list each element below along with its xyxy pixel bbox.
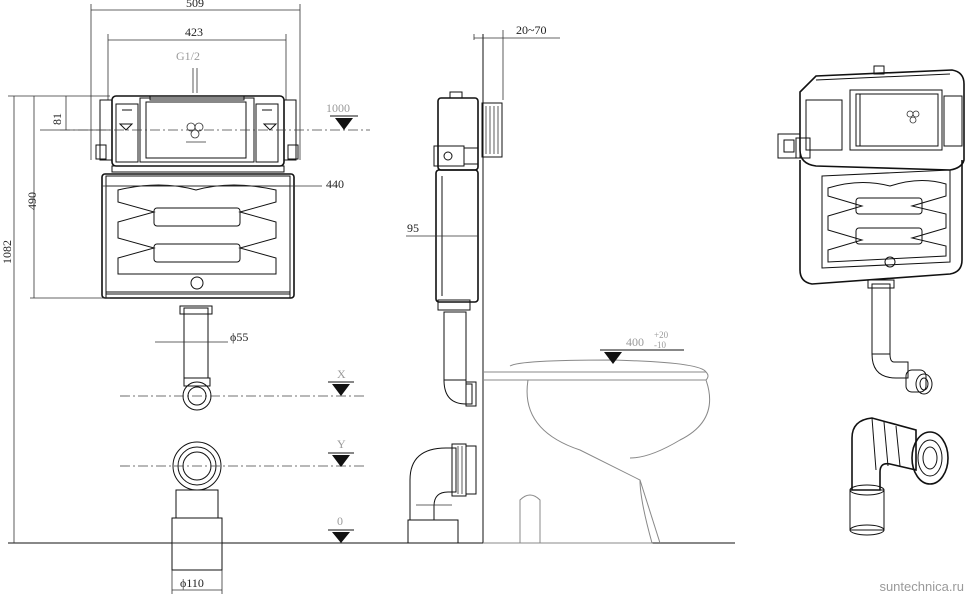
dim-pipe-110: ϕ110	[180, 576, 204, 590]
front-view: 509 423 G1/2 8	[0, 0, 370, 594]
dim-20-70: 20~70	[516, 23, 547, 37]
dim-423: 423	[185, 25, 203, 39]
level-y: Y	[337, 437, 346, 451]
seat-tol-minus: -10	[654, 340, 666, 350]
level-x: X	[337, 367, 346, 381]
dim-pipe-55: ϕ55	[230, 330, 248, 344]
isometric-view	[777, 65, 965, 536]
side-view: 20~70 95	[406, 23, 711, 544]
watermark: suntechnica.ru	[879, 579, 964, 594]
seat-height: 400	[626, 335, 644, 349]
dim-490: 490	[25, 192, 39, 210]
level-1000: 1000	[326, 101, 350, 115]
dim-81: 81	[50, 113, 64, 125]
dim-95: 95	[407, 221, 419, 235]
thread-label: G1/2	[176, 49, 200, 63]
dim-1082: 1082	[0, 240, 14, 264]
dim-440: 440	[326, 177, 344, 191]
seat-tol-plus: +20	[654, 330, 669, 340]
level-0: 0	[337, 514, 343, 528]
dim-509: 509	[186, 0, 204, 10]
